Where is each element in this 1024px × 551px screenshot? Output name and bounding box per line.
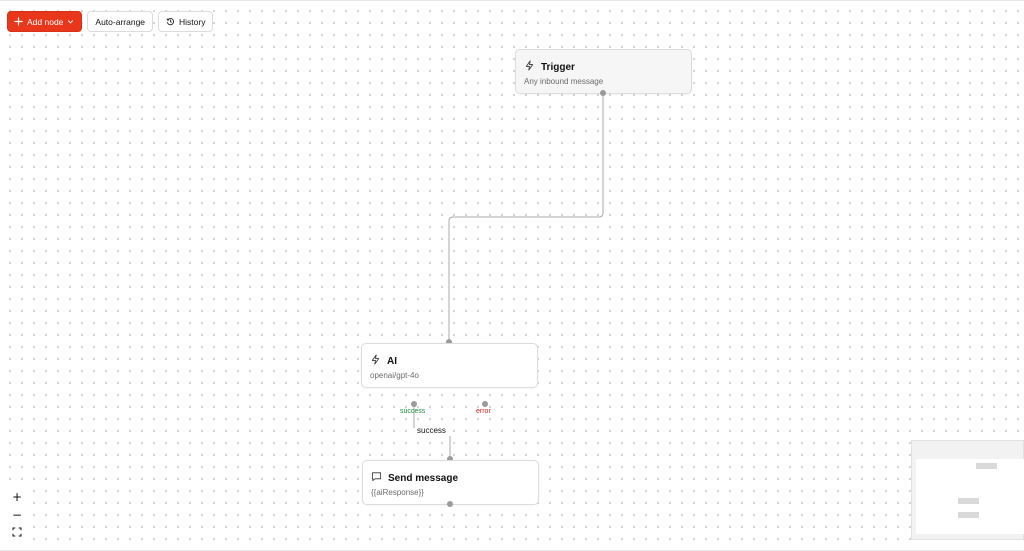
minimap[interactable] [911, 440, 1024, 540]
message-icon [371, 469, 382, 487]
trigger-node-title: Trigger [541, 61, 575, 73]
minimap-viewport [916, 459, 1024, 534]
add-node-button[interactable]: Add node [7, 11, 83, 32]
send-message-node[interactable]: Send message {{aiResponse}} [362, 460, 539, 505]
zoom-controls: + − [8, 488, 26, 541]
auto-arrange-button[interactable]: Auto-arrange [87, 11, 154, 32]
trigger-node-subtitle: Any inbound message [524, 77, 604, 86]
send-output-handle[interactable] [447, 501, 453, 507]
bolt-icon [524, 58, 535, 76]
trigger-node[interactable]: Trigger Any inbound message [515, 49, 692, 94]
history-icon [166, 17, 175, 26]
zoom-out-button[interactable]: − [8, 506, 26, 523]
ai-success-handle[interactable] [411, 401, 417, 407]
history-label: History [179, 16, 206, 27]
ai-node-header: AI [370, 352, 397, 370]
fit-view-icon [12, 526, 22, 540]
minimap-node-send [958, 512, 979, 518]
ai-node-subtitle: openai/gpt-4o [370, 371, 419, 380]
trigger-node-header: Trigger [524, 58, 575, 76]
ai-error-handle[interactable] [482, 401, 488, 407]
add-node-label: Add node [27, 16, 64, 27]
auto-arrange-label: Auto-arrange [95, 16, 146, 27]
minimap-node-ai [958, 498, 979, 504]
fit-view-button[interactable] [8, 524, 26, 541]
send-node-title: Send message [388, 472, 459, 484]
ai-node-title: AI [387, 355, 397, 367]
minimap-node-trigger [976, 463, 997, 469]
send-node-header: Send message [371, 469, 458, 487]
trigger-output-handle[interactable] [600, 90, 606, 96]
bolt-icon [370, 352, 381, 370]
plus-icon [14, 17, 23, 26]
ai-node[interactable]: AI openai/gpt-4o [361, 343, 538, 388]
zoom-in-button[interactable]: + [8, 488, 26, 505]
ai-input-handle[interactable] [446, 339, 452, 345]
send-input-handle[interactable] [447, 456, 453, 462]
success-handle-label: success [400, 408, 426, 415]
chevron-down-icon [67, 18, 74, 25]
toolbar: Add node Auto-arrange History [7, 11, 214, 32]
history-button[interactable]: History [158, 11, 214, 32]
edge-label-success: success [415, 425, 448, 436]
error-handle-label: error [476, 408, 491, 415]
send-node-subtitle: {{aiResponse}} [371, 488, 424, 497]
